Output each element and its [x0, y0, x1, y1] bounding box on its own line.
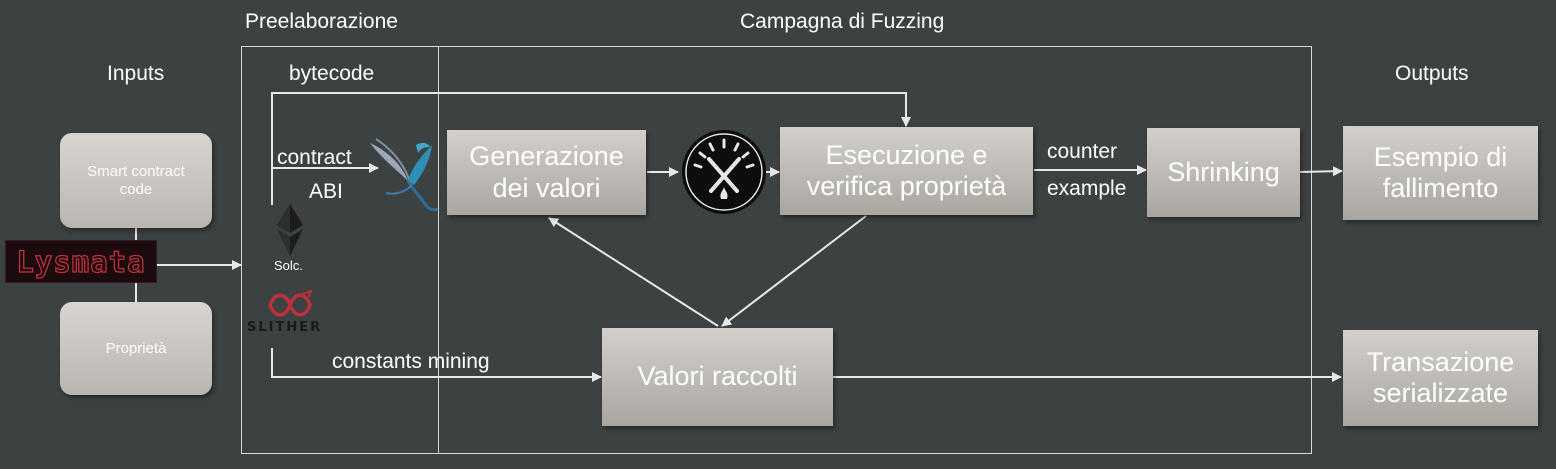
shrinking-to-output-arrow — [1299, 166, 1343, 177]
shrinking-box: Shrinking — [1147, 128, 1300, 217]
shrinking-label: Shrinking — [1167, 156, 1280, 187]
value-generation-label: Generazione dei valori — [469, 141, 624, 203]
collected-to-generation-arrow — [548, 217, 719, 327]
slither-logo-icon — [268, 290, 313, 317]
hummingbird-logo-icon — [370, 138, 439, 212]
slither-label: SLITHER — [247, 320, 323, 335]
serialized-transactions-box: Transazione serializzate — [1343, 330, 1538, 426]
smart-contract-code-label: Smart contract code — [87, 163, 185, 198]
collected-values-box: Valori raccolti — [602, 328, 833, 426]
constants-mining-arrow — [271, 348, 602, 382]
preprocessing-header: Preelaborazione — [245, 10, 398, 33]
contract-label: contract — [277, 146, 352, 169]
failure-example-box: Esempio di fallimento — [1343, 126, 1538, 220]
example-label: example — [1047, 177, 1127, 200]
execution-to-collected-arrow — [721, 215, 867, 327]
execution-verification-box: Esecuzione e verifica proprietà — [780, 127, 1033, 215]
execution-verification-label: Esecuzione e verifica proprietà — [806, 139, 1007, 201]
serialized-transactions-label: Transazione serializzate — [1366, 346, 1515, 408]
bytecode-arrow — [271, 92, 911, 205]
collected-values-label: Valori raccolti — [637, 361, 798, 392]
smart-contract-code-box: Smart contract code — [60, 133, 212, 228]
fuzzer-gauge-icon — [682, 130, 766, 214]
properties-box: Proprietà — [60, 302, 212, 395]
properties-label: Proprietà — [105, 339, 167, 357]
fuzzing-campaign-frame — [438, 46, 1312, 454]
outputs-header: Outputs — [1395, 62, 1469, 85]
abi-label: ABI — [309, 180, 343, 203]
solc-label: Solc. — [274, 258, 303, 273]
value-generation-box: Generazione dei valori — [447, 130, 646, 215]
inputs-header: Inputs — [107, 62, 165, 85]
failure-example-label: Esempio di fallimento — [1373, 141, 1508, 203]
fuzzing-campaign-header: Campagna di Fuzzing — [740, 10, 945, 33]
counter-label: counter — [1047, 140, 1118, 163]
constants-mining-label: constants mining — [332, 350, 490, 373]
lysmata-logo: Lysmata — [5, 240, 157, 283]
ethereum-icon — [277, 204, 303, 256]
bytecode-label: bytecode — [289, 62, 375, 85]
